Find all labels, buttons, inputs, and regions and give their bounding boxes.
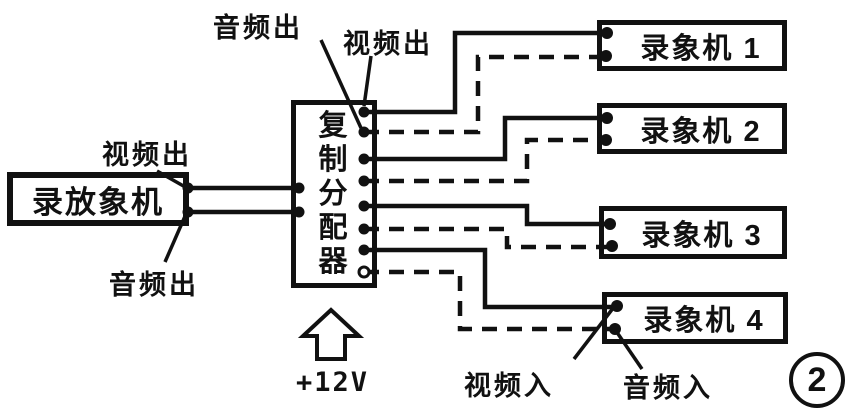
figure-number-badge: 2 <box>789 352 845 408</box>
distributor-label: 复制分配器 <box>318 110 350 278</box>
player-video-out-label: 视频出 <box>102 140 192 170</box>
player-to-distributor-wires <box>189 185 300 215</box>
pointer-lines <box>156 39 644 370</box>
player-label: 录放象机 <box>32 184 164 220</box>
player-audio-out-label: 音频出 <box>109 270 199 300</box>
top-audio-out-label: 音频出 <box>213 13 303 43</box>
audio-in-label: 音频入 <box>623 373 713 403</box>
distributor-box: 复制分配器 <box>291 100 377 288</box>
audio-wires <box>364 54 614 332</box>
video-wires <box>364 30 617 310</box>
recorder-3-box: 录象机 3 <box>599 206 787 259</box>
recorder-4-label: 录象机 4 <box>643 305 765 337</box>
top-video-out-label: 视频出 <box>343 29 433 59</box>
connection-dots <box>182 27 623 335</box>
player-box: 录放象机 <box>7 172 189 226</box>
recorder-4-box: 录象机 4 <box>602 292 788 344</box>
video-in-label: 视频入 <box>464 371 554 401</box>
recorder-1-box: 录象机 1 <box>597 20 787 71</box>
recorder-2-box: 录象机 2 <box>597 103 787 154</box>
recorder-2-label: 录象机 2 <box>640 115 762 148</box>
figure-number: 2 <box>807 360 827 399</box>
recorder-3-label: 录象机 3 <box>641 219 763 252</box>
recorder-1-label: 录象机 1 <box>640 32 762 65</box>
power-arrow-icon <box>297 307 365 361</box>
power-label: +12V <box>296 367 370 398</box>
